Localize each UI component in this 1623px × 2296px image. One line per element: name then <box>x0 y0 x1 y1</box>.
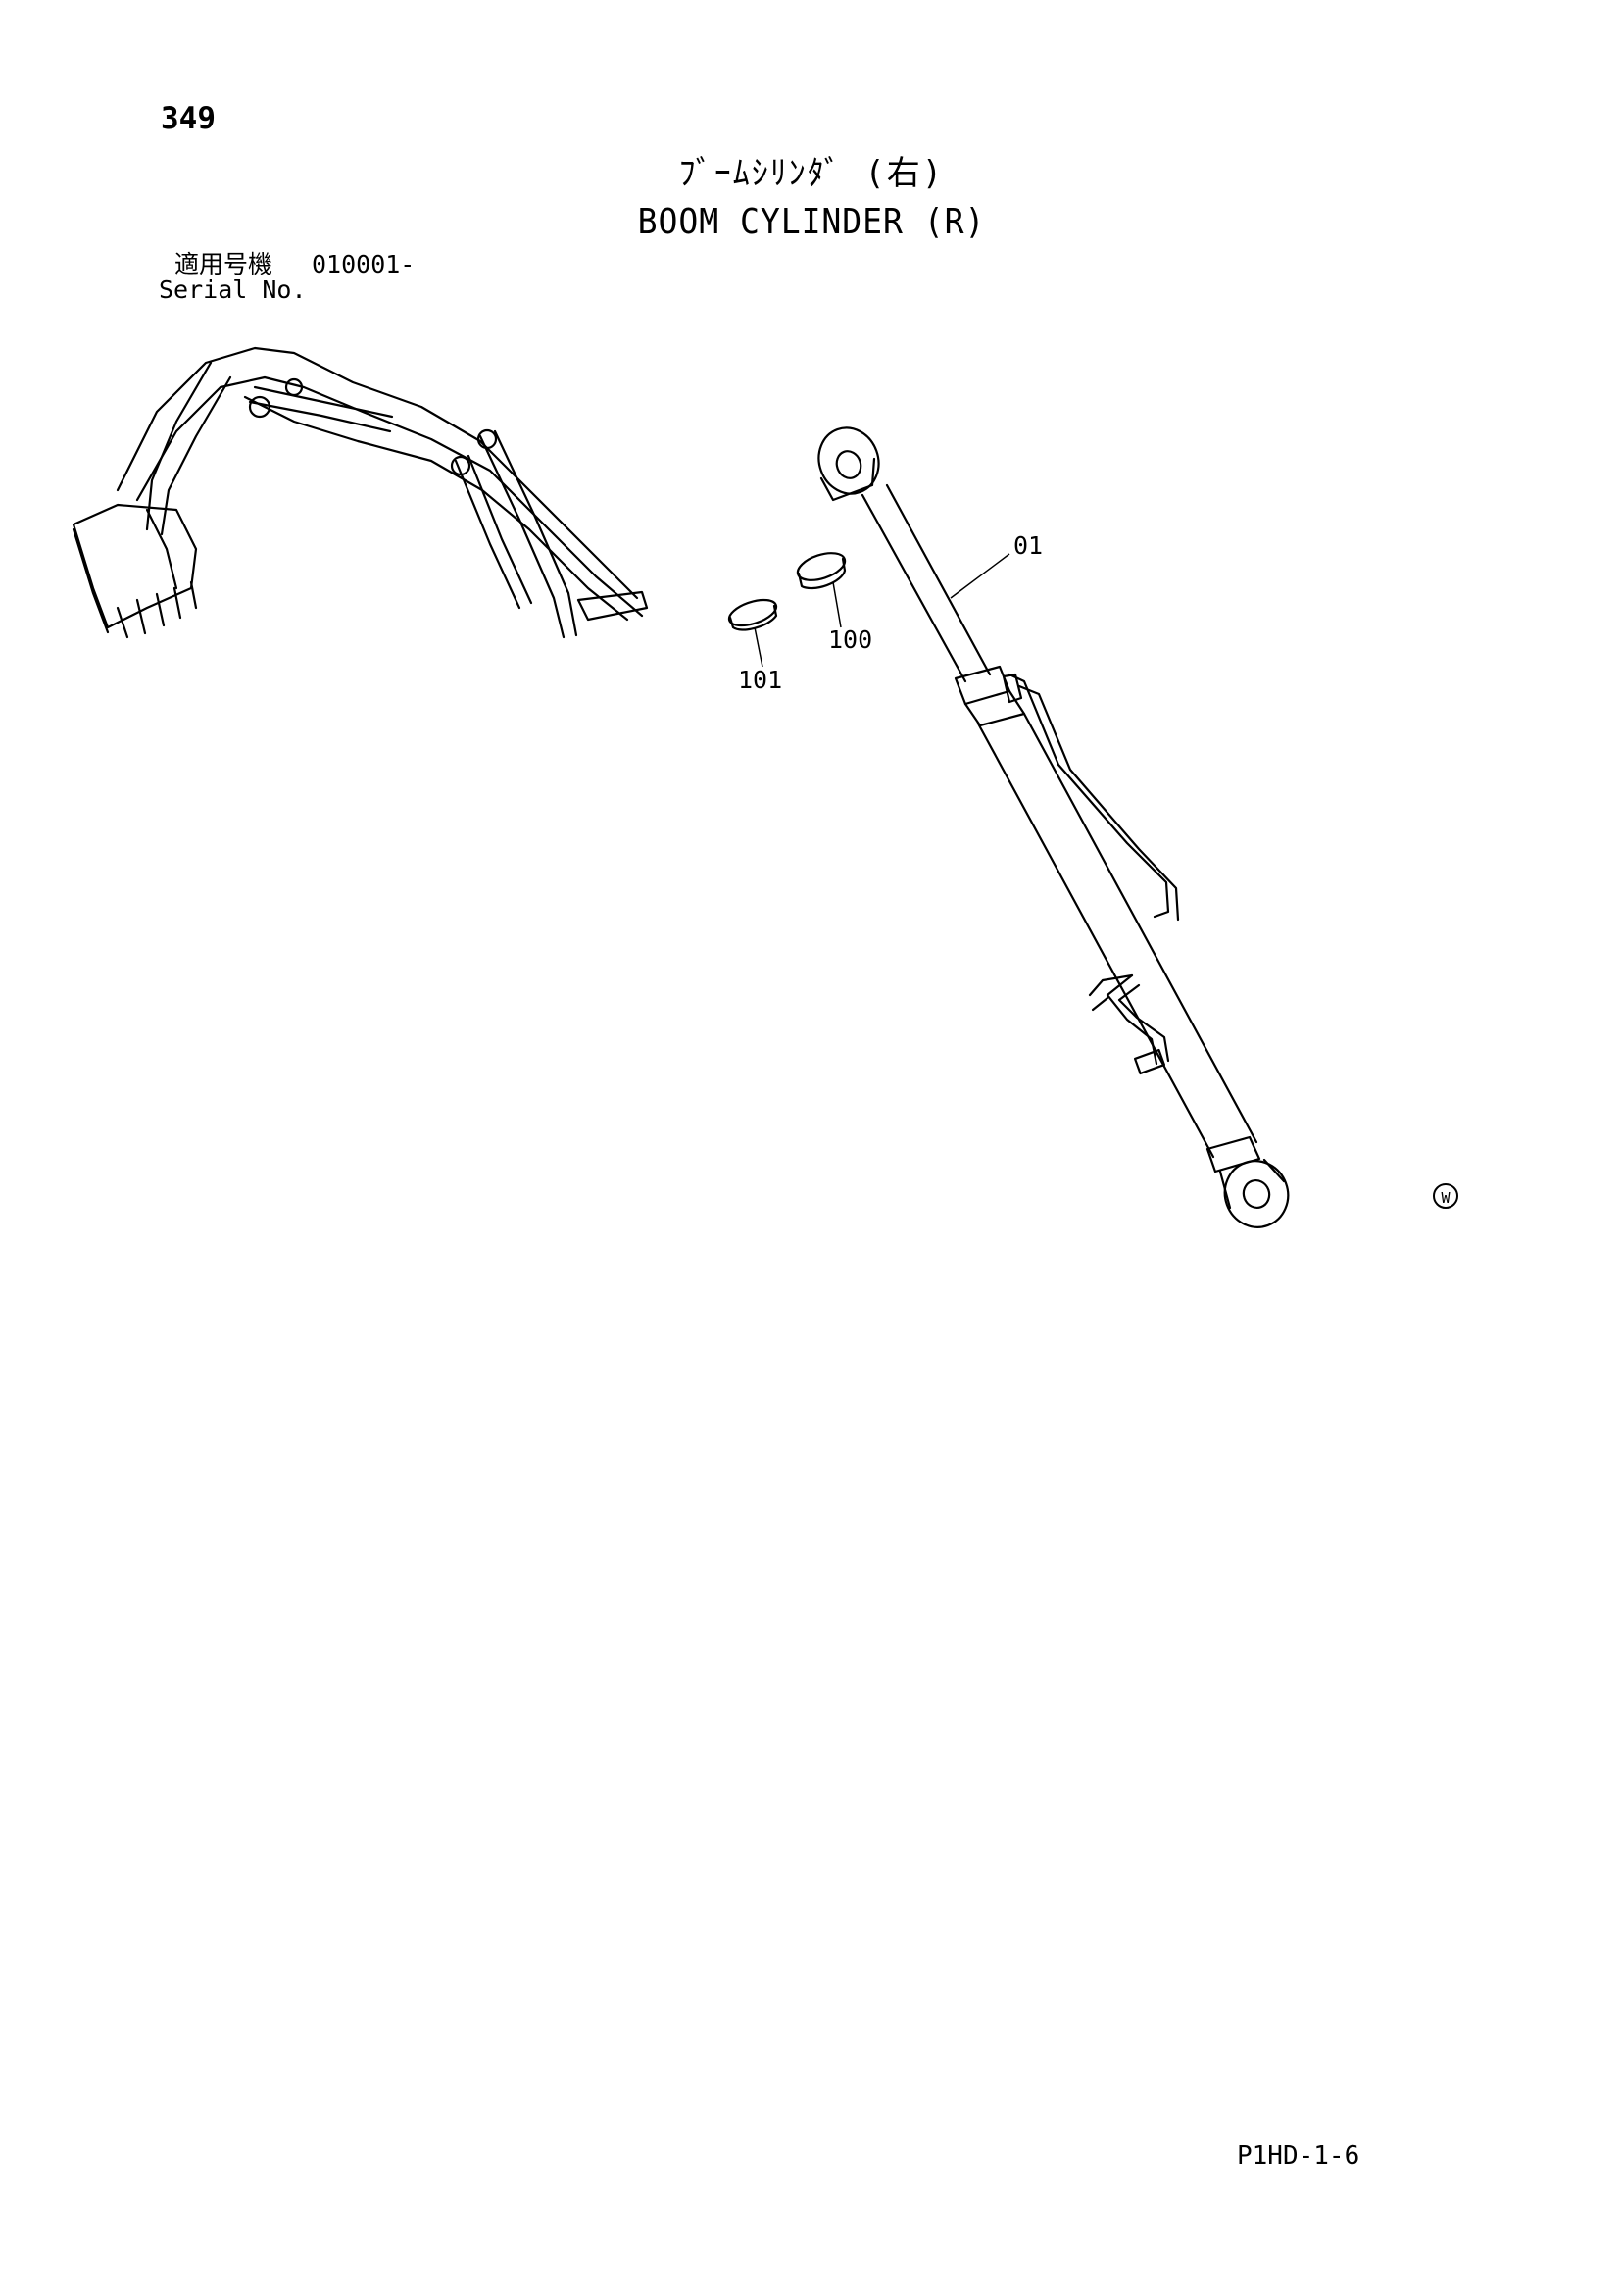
title-japanese: ﾌﾞｰﾑｼﾘﾝﾀﾞ (右) <box>678 154 945 193</box>
callout-label: 101 <box>738 666 783 694</box>
footer-code: P1HD-1-6 <box>1237 2141 1360 2171</box>
w-mark-icon: W <box>1433 1183 1458 1209</box>
callout-label: 100 <box>828 625 873 654</box>
excavator-overview-icon <box>72 346 649 639</box>
serial-label-japanese: 適用号機 <box>174 250 273 278</box>
boom-cylinder-icon <box>817 426 1290 1228</box>
callout-label: 01 <box>1013 531 1044 560</box>
ring-100-icon <box>796 552 847 628</box>
serial-value: 010001- <box>312 250 416 278</box>
page-number: 349 <box>161 101 216 136</box>
ring-101-icon <box>727 598 778 668</box>
title-english: BOOM CYLINDER (R) <box>637 202 986 242</box>
serial-label-english: Serial No. <box>159 275 307 304</box>
